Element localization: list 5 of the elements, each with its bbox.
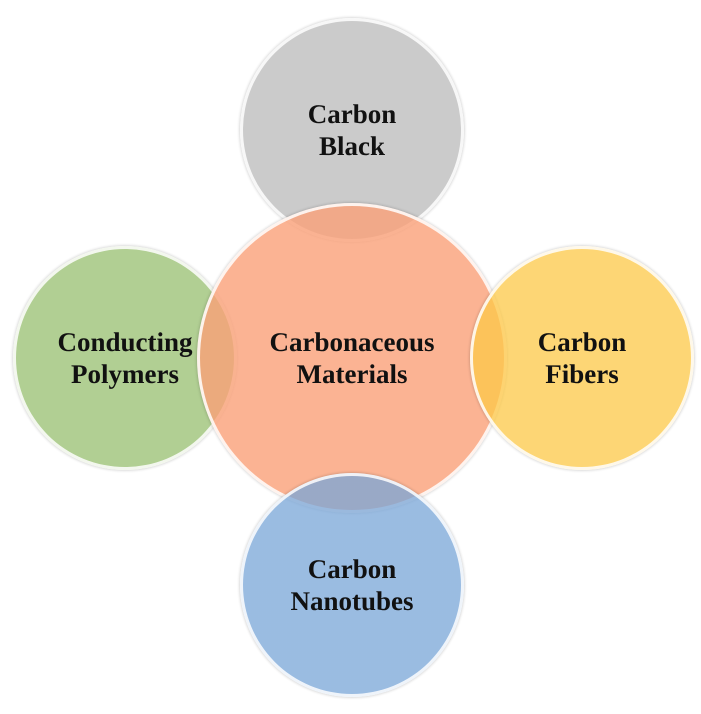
node-label: Carbon Nanotubes	[289, 553, 415, 617]
node-label: Carbonaceous Materials	[268, 326, 436, 390]
node-label: Carbon Fibers	[536, 326, 628, 390]
node-label: Carbon Black	[306, 98, 398, 162]
node-label: Conducting Polymers	[56, 326, 194, 390]
